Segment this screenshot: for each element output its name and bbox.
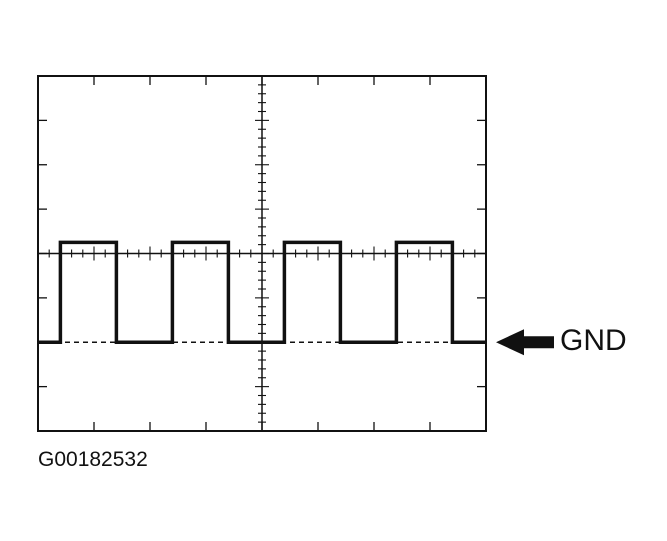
- scope-frame: [37, 75, 487, 432]
- ground-label: GND: [560, 324, 627, 357]
- scope-ticks: [37, 75, 487, 432]
- square-waveform: [38, 240, 486, 344]
- arrow-left-icon: [496, 329, 554, 356]
- figure-id: G00182532: [38, 448, 148, 471]
